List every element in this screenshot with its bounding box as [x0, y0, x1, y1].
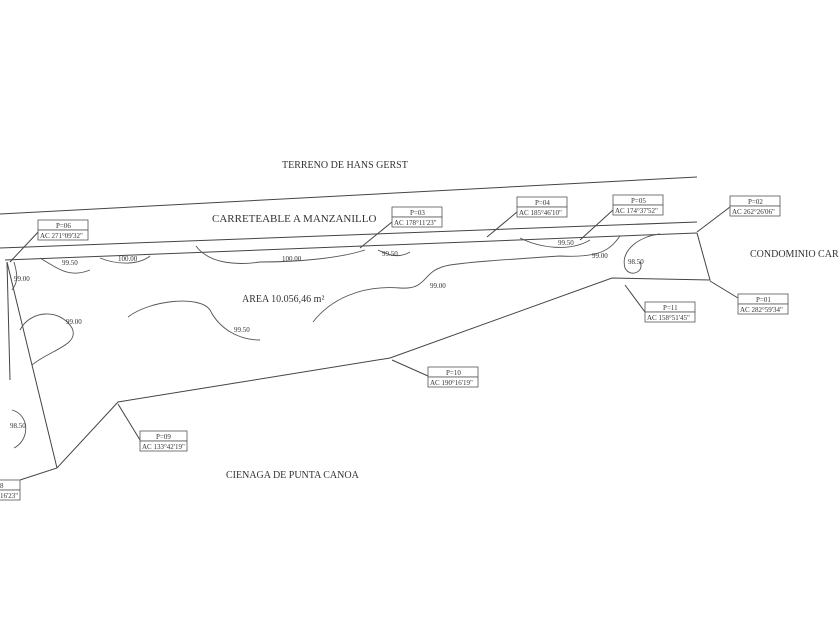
contour-label: 99.50 — [234, 326, 250, 334]
road-label: CARRETEABLE A MANZANILLO — [212, 213, 376, 225]
point-label-P06: P=06 AC 271°09'32" — [37, 219, 89, 241]
contour-label: 100.00 — [118, 255, 138, 263]
point-id: P=10 — [446, 369, 461, 377]
contour-label: 98.50 — [628, 258, 644, 266]
point-angle: AC 133°42'19" — [142, 443, 185, 451]
point-label-P01: P=01 AC 282°59'34" — [737, 293, 789, 315]
point-angle: AC 271°09'32" — [40, 232, 83, 240]
point-label-P09: P=09 AC 133°42'19" — [139, 430, 188, 452]
point-angle: AC 190°16'19" — [430, 379, 473, 387]
point-label-P11: P=11 AC 158°51'45" — [644, 301, 696, 323]
point-label-P08: 8 16'23" — [0, 479, 21, 501]
point-label-P02: P=02 AC 262°26'06" — [729, 195, 781, 217]
contour-labels: 99.50 100.00 100.00 99.50 99.50 99.00 99… — [10, 239, 644, 430]
contour-label: 99.50 — [558, 239, 574, 247]
point-label-P05: P=05 AC 174°37'52" — [612, 194, 664, 216]
point-id: P=03 — [410, 209, 425, 217]
contour-label: 99.00 — [14, 275, 30, 283]
point-label-P04: P=04 AC 185°46'10" — [516, 196, 568, 218]
point-id: P=04 — [535, 199, 550, 207]
north-boundary-label: TERRENO DE HANS GERST — [282, 160, 408, 171]
contour-label: 99.00 — [66, 318, 82, 326]
point-id: P=09 — [156, 433, 171, 441]
point-angle: AC 185°46'10" — [519, 209, 562, 217]
point-id: P=11 — [663, 304, 678, 312]
point-id: P=01 — [756, 296, 771, 304]
point-id: P=02 — [748, 198, 763, 206]
point-angle: AC 262°26'06" — [732, 208, 775, 216]
point-angle: AC 178°11'23" — [394, 219, 437, 227]
contour-lines — [11, 233, 661, 449]
contour-label: 100.00 — [282, 255, 302, 263]
contour-label: 98.50 — [10, 422, 26, 430]
point-angle: AC 174°37'52" — [615, 207, 658, 215]
contour-label: 99.00 — [592, 252, 608, 260]
point-angle: AC 282°59'34" — [740, 306, 783, 314]
leader-lines — [9, 206, 739, 441]
point-angle: AC 158°51'45" — [647, 314, 690, 322]
point-id: P=05 — [631, 197, 646, 205]
point-id: 8 — [0, 482, 4, 490]
point-angle: 16'23" — [0, 492, 18, 500]
east-boundary-label: CONDOMINIO CAR — [750, 249, 839, 260]
point-label-P03: P=03 AC 178°11'23" — [391, 206, 443, 228]
contour-label: 99.50 — [62, 259, 78, 267]
point-id: P=06 — [56, 222, 71, 230]
contour-label: 99.00 — [430, 282, 446, 290]
area-label: AREA 10.056,46 m² — [242, 294, 324, 305]
south-boundary-label: CIENAGA DE PUNTA CANOA — [226, 470, 360, 481]
point-label-P10: P=10 AC 190°16'19" — [427, 366, 479, 388]
contour-label: 99.50 — [382, 250, 398, 258]
